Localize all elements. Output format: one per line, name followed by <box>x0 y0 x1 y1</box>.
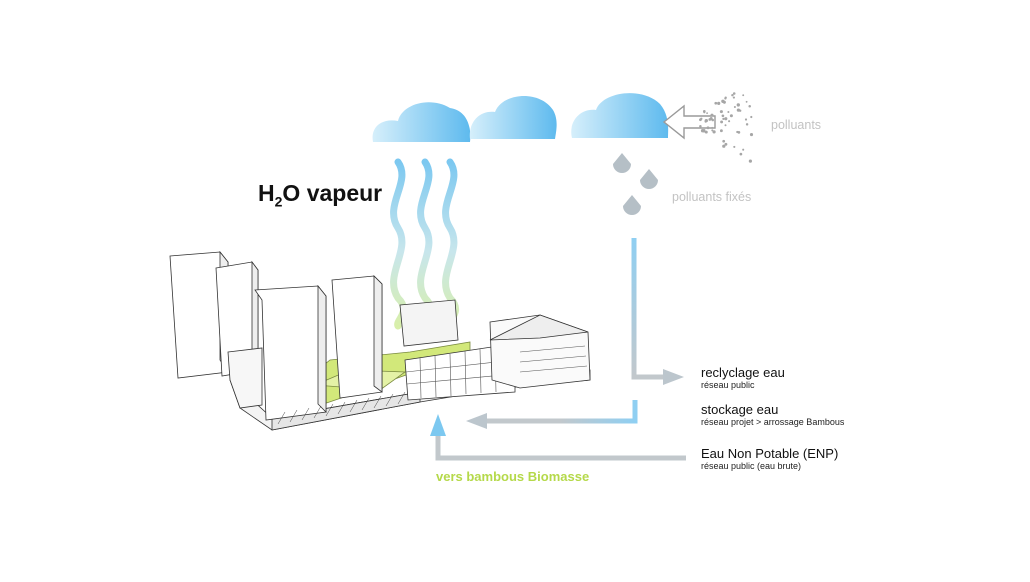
pollutant-particle <box>706 112 708 114</box>
polluants-fixes-label: polluants fixés <box>672 190 752 204</box>
pollutant-particle <box>729 114 733 118</box>
pollutant-particle <box>712 130 716 134</box>
pollutant-particle <box>711 129 714 132</box>
pollutant-particle <box>722 139 726 143</box>
pollutant-particle <box>749 133 754 137</box>
pollutant-particle <box>748 104 751 108</box>
droplet-icon <box>623 195 641 215</box>
pollutant-particle <box>717 101 721 105</box>
pollutant-particle <box>722 100 726 104</box>
pollutant-particle <box>706 126 710 130</box>
pollutant-particles <box>699 92 754 163</box>
pollutant-particle <box>711 126 714 129</box>
pollutant-particle <box>732 92 736 95</box>
pollutant-particle <box>750 115 753 119</box>
pollutant-particle <box>703 130 706 133</box>
pollutant-particle <box>727 110 730 114</box>
pollutant-particle <box>732 96 735 99</box>
pollutant-particle <box>736 130 739 134</box>
arrow-head-icon <box>663 369 684 385</box>
pollutant-particle <box>736 108 741 112</box>
pollutant-particle <box>733 145 736 148</box>
pollutant-droplets <box>613 153 658 215</box>
pollutant-particle <box>742 94 745 97</box>
pollutant-particle <box>745 123 749 126</box>
pollutant-particle <box>719 129 723 133</box>
flow-subtitle: réseau public <box>701 380 755 390</box>
flow-item-enp: Eau Non Potable (ENP) réseau public (eau… <box>701 446 838 471</box>
pollutant-particle <box>724 124 727 127</box>
polluants-label: polluants <box>771 118 822 132</box>
pollutant-particle <box>703 111 706 114</box>
h2o-vapeur-label: H2O vapeur <box>258 180 383 210</box>
pollutant-particle <box>728 120 731 123</box>
building-model <box>169 250 591 431</box>
droplet-icon <box>613 153 631 173</box>
pollutant-particle <box>748 159 752 163</box>
pollutant-particle <box>699 125 702 128</box>
pollutant-particle <box>745 100 748 103</box>
flow-subtitle: réseau public (eau brute) <box>701 461 802 471</box>
pollutant-particle <box>724 142 728 146</box>
pollutant-particle <box>733 105 736 109</box>
recycling-flow-arrow <box>631 238 665 380</box>
pollutant-particle <box>722 144 726 148</box>
flow-item-stockage: stockage eau réseau projet > arrossage B… <box>701 402 844 427</box>
cloud-group-left <box>372 95 557 142</box>
pollutant-particle <box>744 118 748 121</box>
flow-item-recyclage: reclyclage eau réseau public <box>701 365 785 390</box>
pollutant-particle <box>699 118 702 122</box>
pollutant-particle <box>704 120 707 123</box>
pollutant-particle <box>721 114 725 118</box>
pollutant-particle <box>739 152 743 156</box>
flow-title: reclyclage eau <box>701 365 785 380</box>
pollutant-particle <box>724 117 728 121</box>
vers-bambous-label: vers bambous Biomasse <box>436 469 590 484</box>
pollutant-particle <box>736 103 740 107</box>
pollutant-particle <box>722 117 725 121</box>
pollutant-particle <box>704 130 708 134</box>
flow-title: Eau Non Potable (ENP) <box>701 446 839 461</box>
storage-flow-arrow <box>485 400 638 424</box>
cloud-icon <box>571 93 669 138</box>
flow-title: stockage eau <box>701 402 779 417</box>
droplet-icon <box>640 169 658 189</box>
cloud-icon <box>372 102 471 142</box>
pollutant-particle <box>709 117 713 120</box>
arrow-head-icon <box>466 413 487 429</box>
pollutant-particle <box>720 120 724 124</box>
pollutant-arrow-icon <box>662 104 716 140</box>
pollutant-particle <box>714 101 718 105</box>
pollutant-particle <box>710 113 714 117</box>
pollutant-particle <box>731 93 734 97</box>
arrow-head-icon <box>430 414 446 436</box>
pollutant-particle <box>724 97 727 100</box>
pollutant-particle <box>719 110 723 114</box>
flow-subtitle: réseau projet > arrossage Bambous <box>701 417 845 427</box>
cloud-icon <box>469 95 557 139</box>
pollutant-particle <box>742 148 745 151</box>
enp-flow-arrow <box>435 434 686 461</box>
